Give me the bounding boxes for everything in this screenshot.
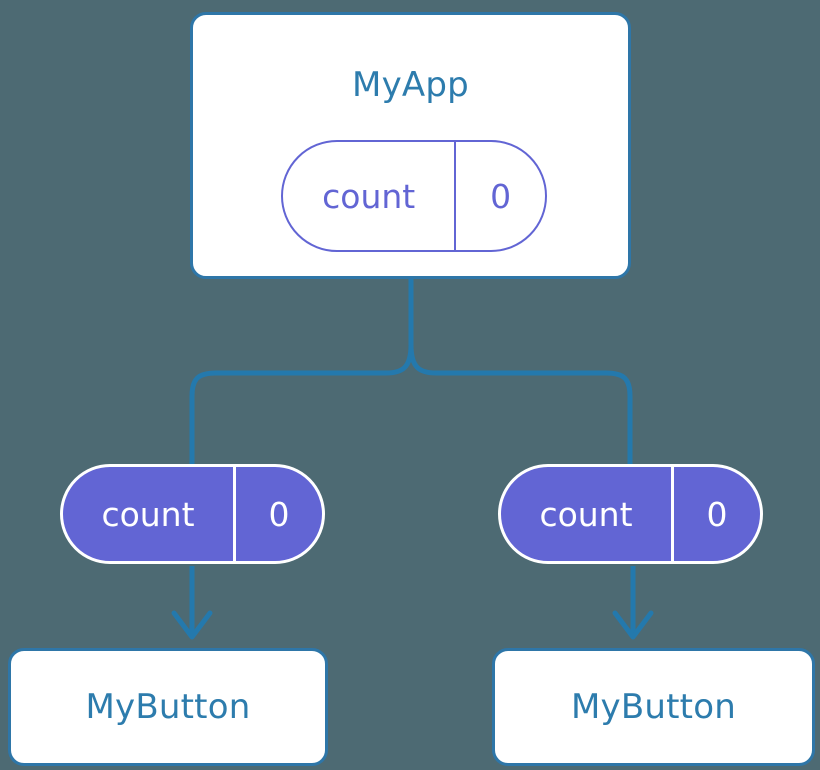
component-mybutton-right[interactable]: MyButton	[492, 648, 815, 766]
state-value-myapp: 0	[490, 176, 512, 216]
state-key-child-right: count	[501, 467, 674, 561]
state-key-child-left: count	[63, 467, 236, 561]
arrowhead-left-icon	[171, 610, 213, 640]
state-value-child-left: 0	[268, 494, 290, 534]
component-mybutton-left-title: MyButton	[85, 687, 251, 727]
state-pill-myapp[interactable]: count 0	[281, 140, 547, 252]
component-myapp-title: MyApp	[352, 65, 469, 105]
state-key-myapp: count	[283, 142, 457, 250]
component-mybutton-right-title: MyButton	[571, 687, 736, 727]
state-pill-child-left[interactable]: count 0	[60, 464, 325, 564]
connector-junction-to-left-rail	[189, 344, 414, 556]
component-mybutton-left[interactable]: MyButton	[8, 648, 328, 766]
state-pill-child-right[interactable]: count 0	[498, 464, 763, 564]
connector-junction-to-right-rail	[408, 344, 633, 556]
state-value-child-right: 0	[706, 494, 728, 534]
component-myapp[interactable]: MyApp count 0	[190, 12, 631, 279]
arrowhead-right-icon	[612, 610, 654, 640]
